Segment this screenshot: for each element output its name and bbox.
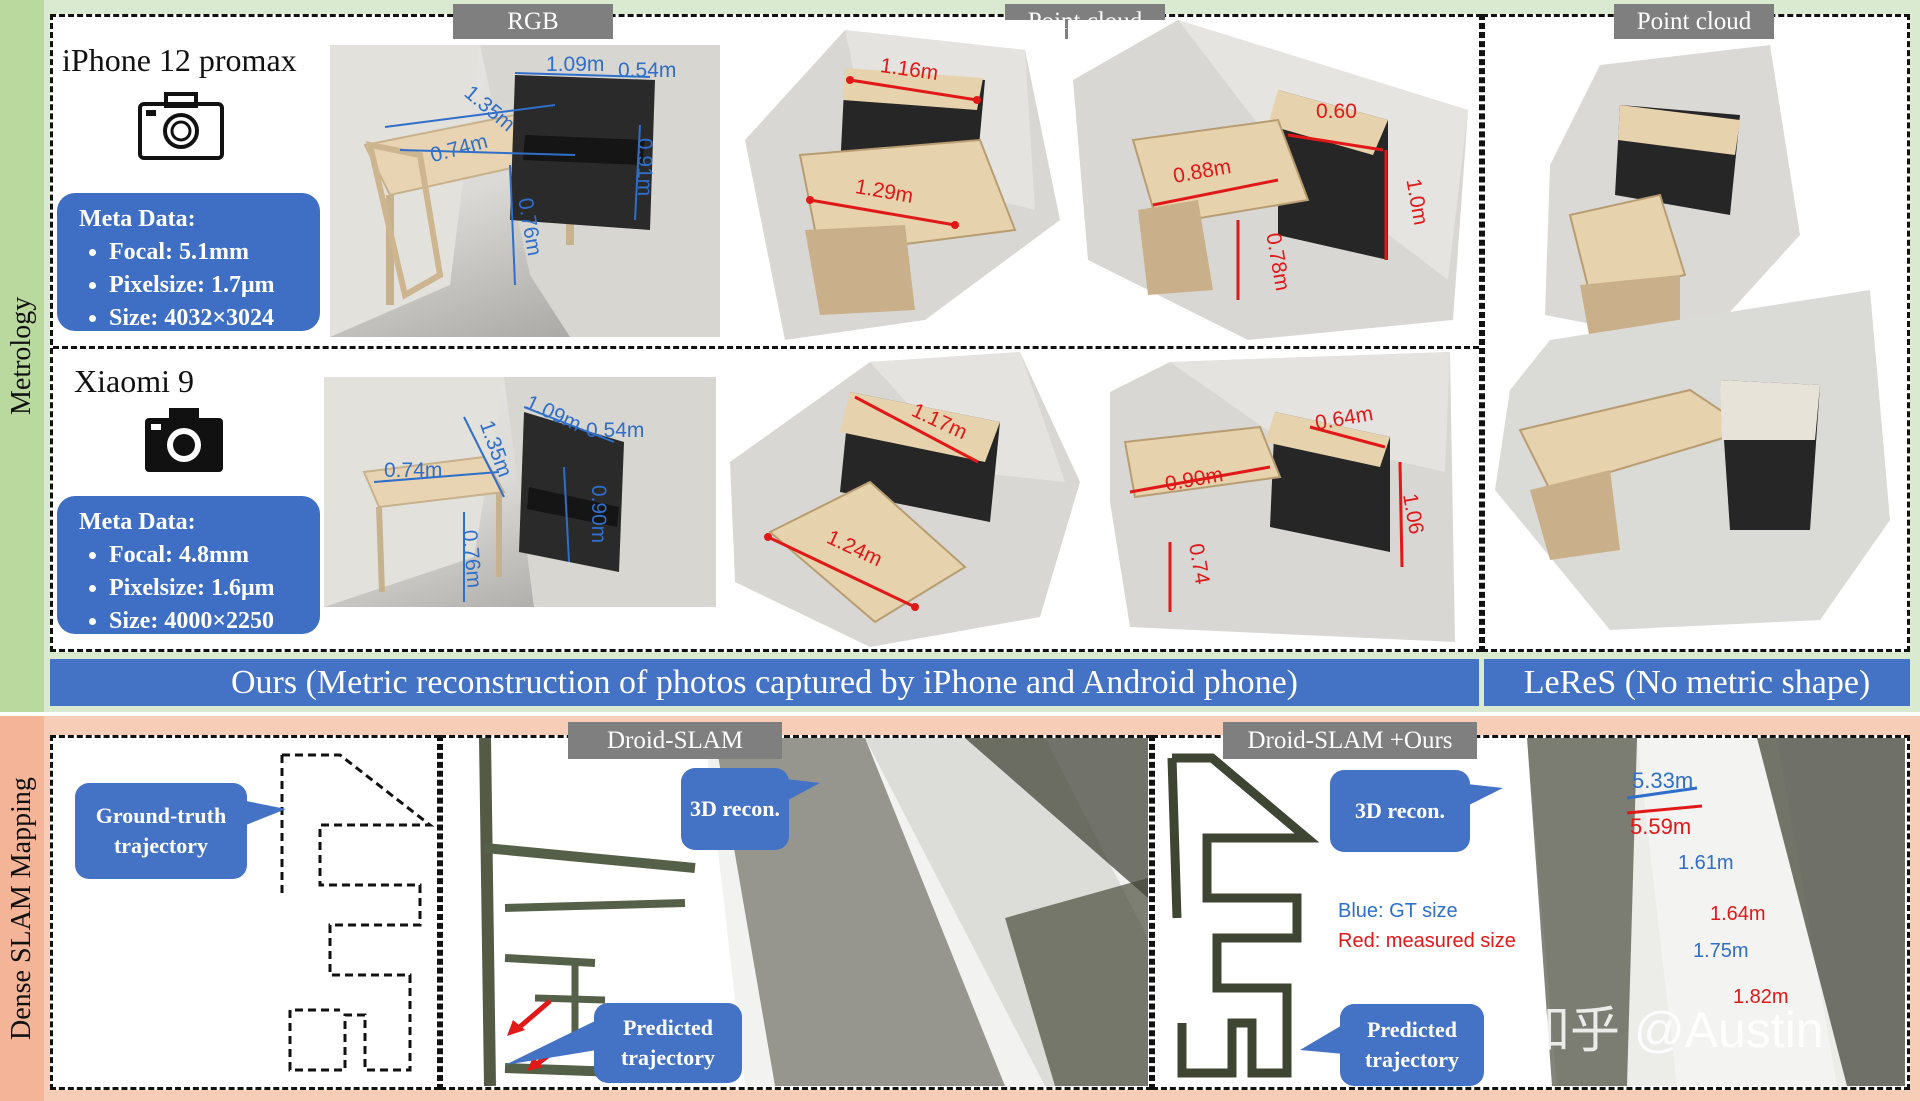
rgb-measure: 0.54m bbox=[618, 59, 677, 82]
tag-droid-slam-ours: Droid-SLAM +Ours bbox=[1223, 722, 1477, 759]
metrology-sidebar bbox=[0, 0, 44, 712]
recon-callout: 3D recon. bbox=[681, 768, 789, 850]
point-cloud-xiaomi-a: 1.17m 1.24m bbox=[720, 352, 1085, 647]
device-name-iphone: iPhone 12 promax bbox=[62, 42, 297, 78]
meta-focal: Focal: 4.8mm bbox=[109, 539, 320, 572]
road-measure: 1.82m bbox=[1733, 986, 1789, 1008]
rgb-measure: 0.54m bbox=[586, 419, 645, 442]
meta-card-iphone: Meta Data: Focal: 5.1mm Pixelsize: 1.7μm… bbox=[57, 193, 320, 331]
rgb-measure: 0.90m bbox=[587, 484, 611, 544]
rgb-measure: 0.74m bbox=[384, 459, 443, 482]
recon-callout-ours: 3D recon. bbox=[1330, 770, 1470, 852]
meta-focal: Focal: 5.1mm bbox=[109, 236, 320, 269]
rgb-measure: 0.91m bbox=[633, 137, 657, 197]
recon-callout-pointer-icon bbox=[786, 779, 820, 801]
tag-point-cloud-leres: Point cloud bbox=[1614, 4, 1774, 39]
metrology-label: Metrology bbox=[6, 296, 37, 416]
road-measure: 5.59m bbox=[1630, 814, 1692, 839]
leres-point-cloud-top bbox=[1545, 45, 1800, 345]
slam-sidebar bbox=[0, 716, 44, 1101]
pred-callout: Predicted trajectory bbox=[594, 1003, 742, 1083]
cloud-measure: 0.60 bbox=[1316, 100, 1357, 123]
road-measure: 1.75m bbox=[1693, 940, 1749, 962]
legend-red: Red: measured size bbox=[1338, 930, 1516, 952]
droid-slam-ours-recon bbox=[1157, 738, 1905, 1086]
gt-callout: Ground-truth trajectory bbox=[75, 783, 247, 879]
legend-blue: Blue: GT size bbox=[1338, 900, 1458, 922]
meta-size: Size: 4032×3024 bbox=[109, 302, 320, 335]
banner-leres: LeReS (No metric shape) bbox=[1484, 659, 1910, 706]
meta-size: Size: 4000×2250 bbox=[109, 605, 320, 638]
pred-callout-ours: Predicted trajectory bbox=[1340, 1004, 1484, 1086]
recon-callout-ours-pointer-icon bbox=[1467, 784, 1503, 806]
meta-title: Meta Data: bbox=[79, 509, 196, 535]
point-cloud-xiaomi-b: 0.64m 0.90m 1.06 0.74 bbox=[1110, 352, 1460, 647]
banner-ours: Ours (Metric reconstruction of photos ca… bbox=[50, 659, 1479, 706]
point-cloud-iphone-a: 1.16m 1.29m bbox=[725, 20, 1065, 340]
meta-title: Meta Data: bbox=[79, 206, 196, 232]
device-name-xiaomi: Xiaomi 9 bbox=[74, 363, 194, 399]
arrow-icon bbox=[507, 999, 552, 1036]
leres-point-cloud-bottom bbox=[1495, 290, 1890, 630]
meta-pixelsize: Pixelsize: 1.7μm bbox=[109, 269, 320, 302]
watermark: 知乎 @Austin bbox=[1520, 1002, 1824, 1058]
slam-label: Dense SLAM Mapping bbox=[6, 777, 37, 1040]
camera-outline-icon bbox=[138, 92, 224, 160]
tag-droid-slam: Droid-SLAM bbox=[568, 722, 782, 759]
road-measure: 1.61m bbox=[1678, 852, 1734, 874]
tag-rgb: RGB bbox=[453, 4, 613, 39]
pred-callout-pointer-icon bbox=[505, 1020, 597, 1065]
meta-pixelsize: Pixelsize: 1.6μm bbox=[109, 572, 320, 605]
road-measure: 1.64m bbox=[1710, 903, 1766, 925]
camera-solid-icon bbox=[145, 408, 223, 472]
rgb-measure: 0.76m bbox=[457, 528, 486, 590]
gt-callout-pointer-icon bbox=[246, 801, 286, 825]
road-measure: 5.33m bbox=[1632, 768, 1694, 793]
meta-card-xiaomi: Meta Data: Focal: 4.8mm Pixelsize: 1.6μm… bbox=[57, 496, 320, 634]
point-cloud-iphone-b: 0.60 0.88m 1.0m 0.78m bbox=[1068, 20, 1478, 340]
row-divider bbox=[53, 346, 1479, 349]
rgb-photo-xiaomi: 1.09m 0.54m 1.35m 0.74m 0.90m 0.76m bbox=[324, 377, 716, 607]
pred-callout-ours-pointer-icon bbox=[1300, 1024, 1344, 1054]
gt-trajectory-path bbox=[280, 753, 435, 1072]
rgb-photo-iphone: 1.09m 0.54m 1.35m 0.74m 0.91m 0.76m bbox=[330, 45, 720, 337]
rgb-measure: 1.09m bbox=[546, 53, 605, 76]
